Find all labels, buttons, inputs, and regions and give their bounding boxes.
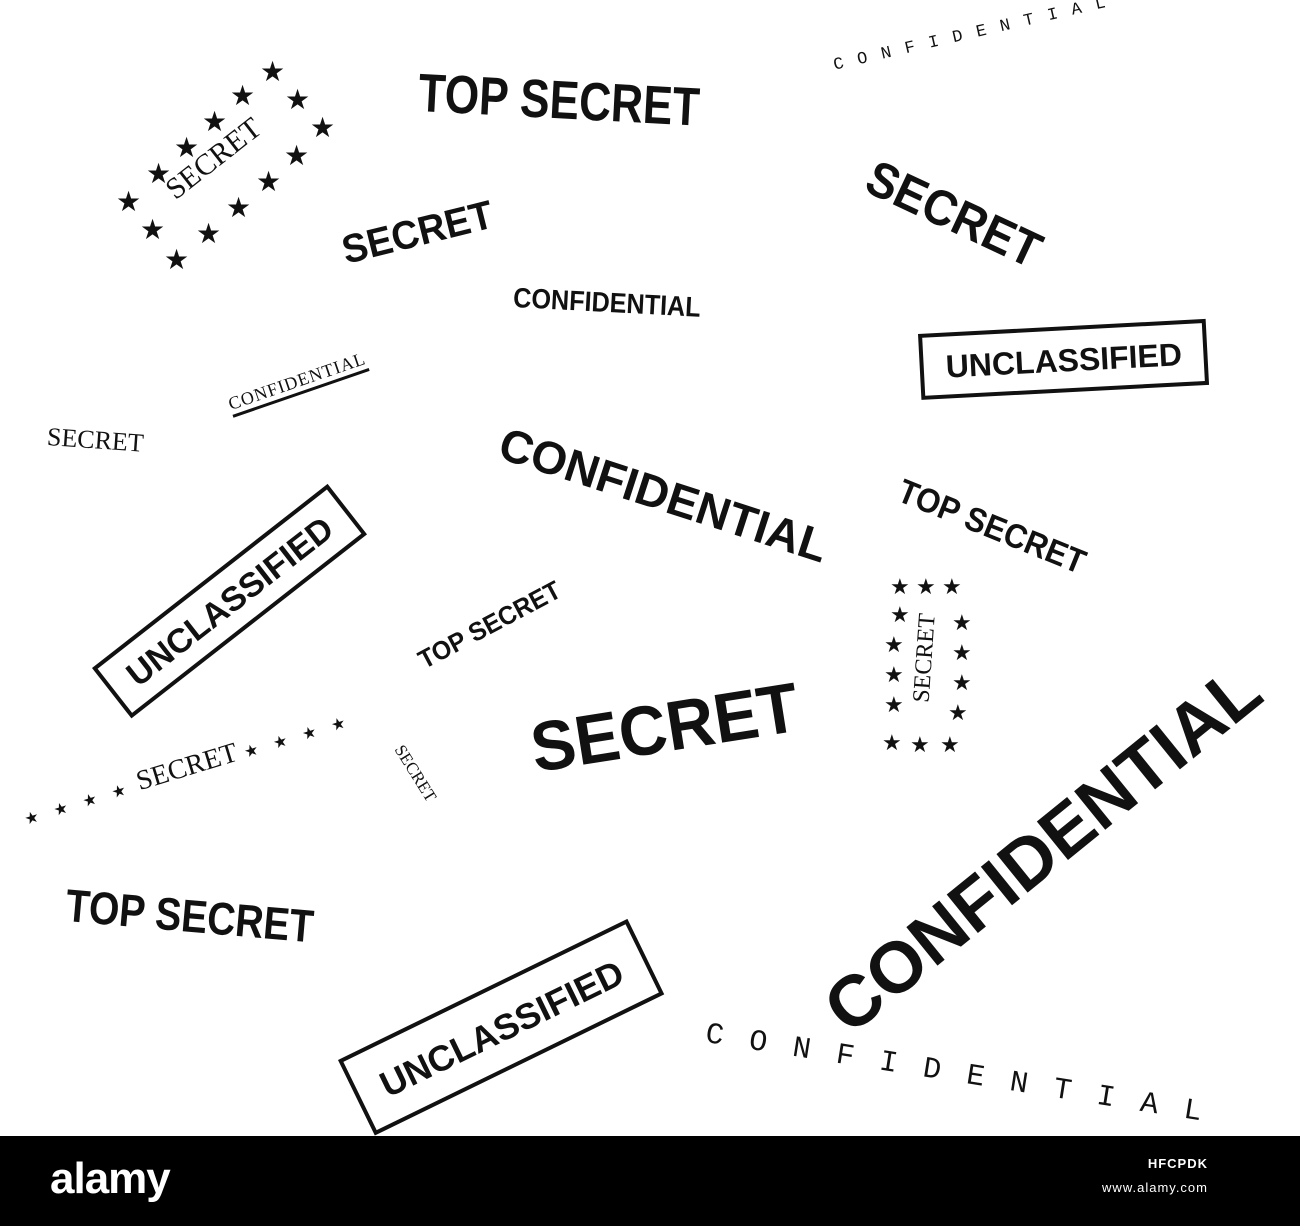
stamp-top-secret-1: TOP SECRET (417, 63, 702, 138)
stamp-text: SECRET (857, 149, 1051, 279)
star-secret-block-2: ★ ★ ★ ★ ★ ★ ★ ★ ★ ★ ★ ★ ★ ★ SECRET (882, 574, 982, 764)
stamp-text: SECRET (525, 667, 804, 788)
stamp-text: TOP SECRET (63, 879, 316, 953)
star-icon: ★ (300, 721, 325, 744)
stamp-text: TOP SECRET (892, 472, 1092, 582)
stamp-confidential-2: CONFIDENTIAL (492, 417, 835, 573)
stamp-secret-2: SECRET (857, 149, 1051, 279)
star-icon: ★ (882, 730, 902, 755)
star-icon: ★ (174, 132, 200, 163)
star-icon: ★ (140, 214, 166, 245)
star-secret-block-1: ★ ★ ★ ★ ★ ★ ★ ★ ★ ★ ★ ★ ★ ★ SECRET (110, 52, 350, 282)
star-icon: ★ (884, 662, 904, 687)
star-row-right: ★ ★ ★ ★ (242, 712, 354, 762)
stamp-secret-star-2: SECRET (908, 612, 941, 704)
stamp-secret-small-serif: SECRET (46, 422, 145, 458)
stamp-text: TOP SECRET (417, 63, 702, 138)
star-icon: ★ (80, 788, 106, 812)
star-icon: ★ (164, 244, 190, 275)
stamp-unclassified-1: UNCLASSIFIED (918, 318, 1210, 400)
stamp-text: SECRET (46, 422, 145, 458)
stamp-unclassified-3: UNCLASSIFIED (338, 918, 665, 1136)
stamp-text: CONFIDENTIAL (492, 417, 835, 573)
stamp-text: UNCLASSIFIED (944, 336, 1183, 385)
star-icon: ★ (242, 739, 267, 762)
star-icon: ★ (916, 574, 936, 599)
star-icon: ★ (196, 218, 222, 249)
stamp-text: CONFIDENTIAL (225, 348, 369, 414)
image-id: HFCPDK (1147, 1156, 1208, 1171)
star-icon: ★ (109, 780, 135, 803)
star-icon: ★ (285, 84, 311, 115)
star-icon: ★ (942, 574, 962, 599)
star-icon: ★ (226, 192, 252, 223)
star-icon: ★ (884, 692, 904, 717)
star-icon: ★ (51, 797, 77, 820)
star-icon: ★ (22, 806, 48, 829)
star-icon: ★ (884, 632, 904, 657)
stamp-confidential-spaced-2: C O N F I D E N T I A L (702, 1018, 1209, 1131)
star-icon: ★ (952, 610, 972, 635)
stamp-collage: TOP SECRET C O N F I D E N T I A L ★ ★ ★… (20, 0, 1277, 1136)
alamy-logo: alamy (50, 1154, 171, 1203)
stamp-text: SECRET (390, 741, 441, 806)
star-icon: ★ (116, 186, 142, 217)
stamp-text: UNCLASSIFIED (373, 951, 631, 1106)
stamp-top-secret-3: TOP SECRET (413, 574, 566, 675)
star-icon: ★ (260, 56, 286, 87)
stamp-secret-large: SECRET (525, 667, 804, 788)
stamp-text: C O N F I D E N T I A L (831, 0, 1110, 76)
star-icon: ★ (890, 602, 910, 627)
star-icon: ★ (271, 730, 296, 753)
stamp-top-secret-4: TOP SECRET (63, 879, 316, 953)
star-icon: ★ (310, 112, 336, 143)
stamp-text: SECRET (908, 612, 941, 704)
stamp-text: C O N F I D E N T I A L (702, 1018, 1209, 1131)
stamp-text: TOP SECRET (413, 574, 566, 675)
star-icon: ★ (256, 166, 282, 197)
star-icon: ★ (284, 140, 310, 171)
star-icon: ★ (202, 106, 228, 137)
stamp-confidential-1: CONFIDENTIAL (512, 282, 702, 323)
stamp-top-secret-2: TOP SECRET (892, 472, 1092, 582)
stamp-text: UNCLASSIFIED (119, 509, 341, 695)
stamp-unclassified-2: UNCLASSIFIED (92, 483, 368, 719)
star-row-left: ★ ★ ★ ★ (22, 780, 135, 829)
star-icon: ★ (948, 700, 968, 725)
stamp-confidential-underlined: CONFIDENTIAL (225, 348, 370, 418)
watermark-footer: alamy HFCPDK www.alamy.com (0, 1136, 1300, 1226)
stamp-text: SECRET (337, 192, 498, 273)
star-icon: ★ (230, 80, 256, 111)
stamp-secret-3: SECRET (337, 192, 498, 273)
star-icon: ★ (910, 732, 930, 757)
star-icon: ★ (890, 574, 910, 599)
star-icon: ★ (952, 670, 972, 695)
stamp-text: CONFIDENTIAL (512, 282, 702, 323)
stamp-text: SECRET (132, 737, 242, 798)
stamp-confidential-spaced-1: C O N F I D E N T I A L (831, 0, 1110, 76)
star-icon: ★ (329, 712, 354, 736)
star-icon: ★ (952, 640, 972, 665)
stamp-secret-star-line: ★ ★ ★ ★ SECRET ★ ★ ★ ★ (20, 704, 354, 830)
star-icon: ★ (940, 732, 960, 757)
site-url: www.alamy.com (1102, 1180, 1208, 1195)
stamp-secret-tiny: SECRET (390, 741, 441, 806)
star-icon: ★ (146, 158, 172, 189)
